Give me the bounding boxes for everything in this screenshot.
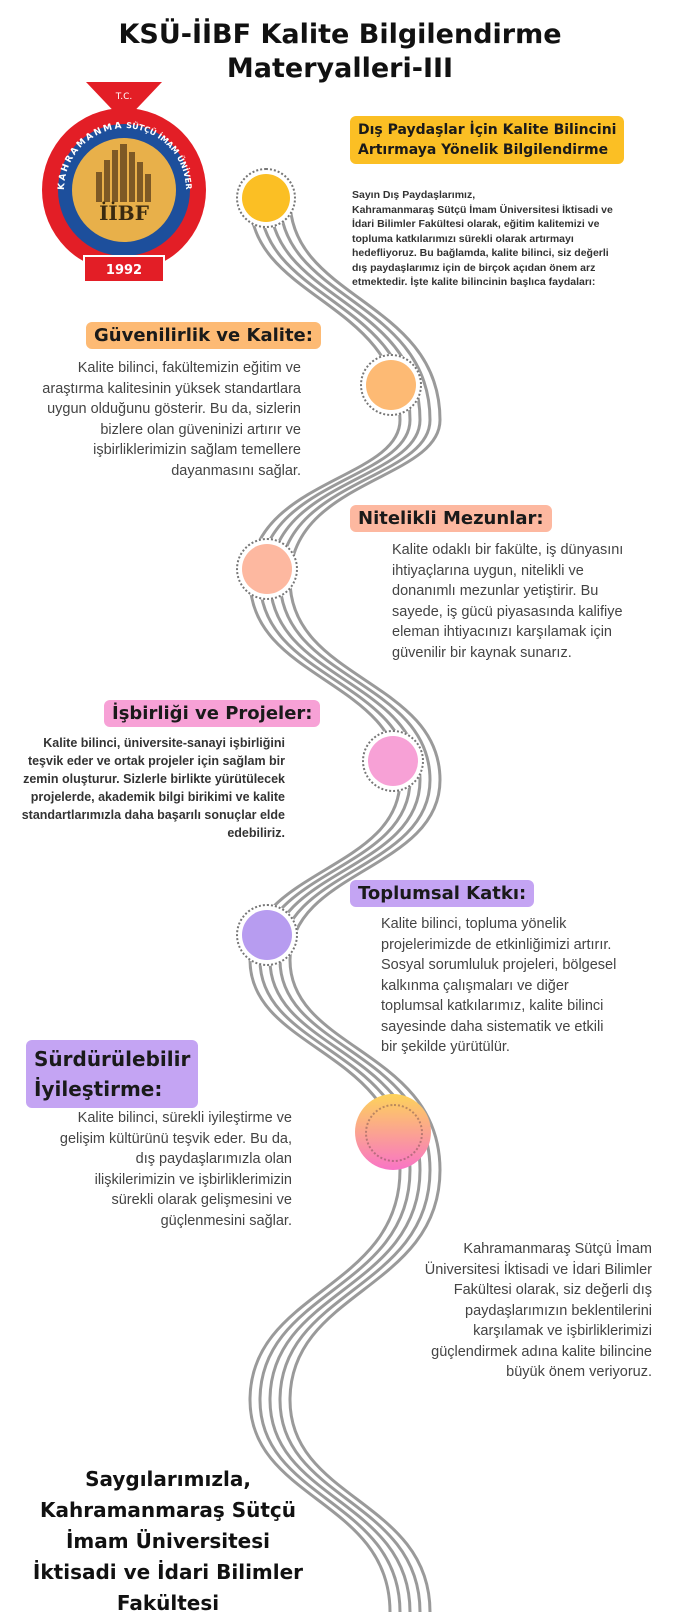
text-line: gelişim kültürünü teşvik eder. Bu da, — [59, 1130, 292, 1147]
milestone-orange — [360, 354, 422, 416]
milestone-purple-fill — [242, 910, 292, 960]
section-text-cooperation: Kalite bilinci, üniversite-sanayi işbirl… — [0, 734, 285, 842]
text-line: donanımlı mezunlar yetiştirir. Bu — [392, 583, 599, 599]
milestone-gradient — [355, 1094, 431, 1170]
text-line: Kalite bilinci, üniversite-sanayi işbirl… — [43, 736, 285, 750]
closing-text: Kahramanmaraş Sütçü İmam Üniversitesi İk… — [360, 1239, 652, 1383]
text-line: dış paydaşlarımızla olan — [135, 1151, 292, 1167]
text-line: projelerde, akademik bilgi birikimi ve k… — [30, 790, 285, 804]
text-line: bir şekilde yürütülür. — [381, 1039, 510, 1055]
milestone-salmon — [236, 538, 298, 600]
text-line: paydaşlarımızın beklentilerini — [465, 1302, 652, 1319]
intro-line: etmektedir. İşte kalite bilincinin başlı… — [352, 276, 596, 288]
text-line: bizlere olan güveninizi artırır ve — [100, 421, 301, 438]
text-line: Kalite odaklı bir fakülte, iş dünyasını — [392, 542, 624, 558]
logo-year: 1992 — [106, 263, 142, 278]
text-line: kalkınma çalışmaları ve diğer — [381, 977, 569, 994]
section-heading-cooperation: İşbirliği ve Projeler: — [104, 700, 321, 727]
text-line: işbirliklerimizin sağlam temellere — [93, 442, 301, 458]
text-line: toplumsal katkılarımız, kalite bilinci — [381, 998, 604, 1014]
signoff-line: Fakültesi — [116, 1591, 220, 1615]
section-text-graduates: Kalite odaklı bir fakülte, iş dünyasını … — [392, 540, 672, 663]
section-text-social: Kalite bilinci, topluma yönelik projeler… — [381, 914, 671, 1058]
milestone-gradient-ring — [365, 1104, 423, 1162]
section-heading-social: Toplumsal Katkı: — [350, 880, 535, 907]
text-line: zemin oluşturur. Sizlerle birlikte yürüt… — [23, 772, 285, 786]
faculty-logo: T.C. KAHRAMANMARAŞ SÜTÇÜ İMAM ÜNİVERSİTE… — [34, 80, 206, 283]
text-line: Fakültesi olarak, siz değerli dış — [453, 1282, 652, 1298]
signoff-line: İmam Üniversitesi — [65, 1529, 271, 1553]
intro-heading-line-1: Dış Paydaşlar İçin Kalite Bilincini — [358, 122, 617, 138]
text-line: standartlarımızla daha başarılı sonuçlar… — [21, 808, 285, 822]
text-line: Sosyal sorumluluk projeleri, bölgesel — [381, 957, 617, 973]
signoff-line: Kahramanmaraş Sütçü — [39, 1498, 297, 1522]
text-line: Kalite bilinci, topluma yönelik — [381, 916, 567, 932]
text-line: ihtiyaçlarına uygun, nitelikli ve — [392, 562, 584, 579]
section-text-reliability: Kalite bilinci, fakültemizin eğitim ve a… — [0, 358, 301, 481]
text-line: edebiliriz. — [227, 826, 285, 840]
text-line: dayanmasını sağlar. — [171, 462, 301, 479]
text-line: eleman ihtiyacınızı karşılamak için — [392, 624, 612, 640]
text-line: araştırma kalitesinin yüksek standartlar… — [42, 380, 301, 397]
milestone-pink — [362, 730, 424, 792]
text-line: güçlendirmek adına kalite bilincine — [431, 1343, 652, 1360]
page-title-line-2: Materyalleri-III — [226, 53, 454, 84]
signoff-line: Saygılarımızla, — [85, 1467, 251, 1491]
milestone-orange-fill — [366, 360, 416, 410]
text-line: Kahramanmaraş Sütçü İmam — [463, 1241, 652, 1257]
page-title: KSÜ-İİBF Kalite Bilgilendirme Materyalle… — [80, 18, 600, 86]
milestone-yellow-fill — [242, 174, 290, 222]
milestone-purple — [236, 904, 298, 966]
intro-line: hedefliyoruz. Bu bağlamda, kalite bilinc… — [352, 247, 609, 259]
intro-heading-line-2: Artırmaya Yönelik Bilgilendirme — [358, 142, 609, 158]
intro-text: Sayın Dış Paydaşlarımız, Kahramanmaraş S… — [352, 188, 652, 290]
intro-line: topluma katkılarımızı sürekli olarak art… — [352, 232, 574, 245]
text-line: projelerimizde de etkinliğimizi artırır. — [381, 936, 612, 953]
section-heading-improvement-line-2: İyileştirme: — [34, 1077, 163, 1101]
text-line: güvenilir bir kaynak sunarız. — [392, 644, 572, 661]
logo-tc: T.C. — [115, 92, 132, 102]
text-line: sürekli olarak gelişmesini ve — [111, 1192, 292, 1208]
intro-line: Sayın Dış Paydaşlarımız, — [352, 189, 476, 201]
intro-heading: Dış Paydaşlar İçin Kalite Bilincini Artı… — [350, 116, 625, 164]
text-line: güçlenmesini sağlar. — [160, 1212, 292, 1229]
text-line: Kalite bilinci, sürekli iyileştirme ve — [77, 1110, 292, 1126]
text-line: büyük önem veriyoruz. — [506, 1364, 652, 1380]
text-line: Üniversitesi İktisadi ve İdari Bilimler — [424, 1261, 652, 1278]
milestone-salmon-fill — [242, 544, 292, 594]
milestone-yellow — [236, 168, 296, 228]
text-line: karşılamak ve işbirliklerimizi — [473, 1323, 652, 1339]
page-title-line-1: KSÜ-İİBF Kalite Bilgilendirme — [118, 19, 562, 50]
signoff: Saygılarımızla, Kahramanmaraş Sütçü İmam… — [18, 1464, 318, 1619]
logo-monogram: İİBF — [99, 201, 149, 225]
section-heading-reliability: Güvenilirlik ve Kalite: — [86, 322, 321, 349]
section-heading-improvement-line-1: Sürdürülebilir — [34, 1047, 191, 1071]
text-line: sayede, iş gücü piyasasında kalifiye — [392, 603, 623, 620]
milestone-pink-fill — [368, 736, 418, 786]
section-heading-improvement: Sürdürülebilir İyileştirme: — [26, 1040, 199, 1108]
text-line: ilişkilerimizin ve işbirliklerimizin — [94, 1171, 292, 1188]
section-heading-graduates: Nitelikli Mezunlar: — [350, 505, 552, 532]
intro-line: dış paydaşlarımız için de birçok açıdan … — [352, 261, 596, 274]
text-line: sayesinde daha sistematik ve etkili — [381, 1018, 604, 1035]
text-line: uygun olduğunu gösterir. Bu da, sizlerin — [47, 401, 301, 417]
signoff-line: İktisadi ve İdari Bilimler — [32, 1560, 304, 1584]
intro-line: İdari Bilimler Fakültesi olarak, eğitim … — [352, 218, 600, 230]
section-text-improvement: Kalite bilinci, sürekli iyileştirme ve g… — [0, 1108, 292, 1231]
text-line: teşvik eder ve ortak projeler için sağla… — [27, 754, 285, 768]
text-line: Kalite bilinci, fakültemizin eğitim ve — [77, 360, 301, 376]
intro-line: Kahramanmaraş Sütçü İmam Üniversitesi İk… — [352, 203, 613, 216]
